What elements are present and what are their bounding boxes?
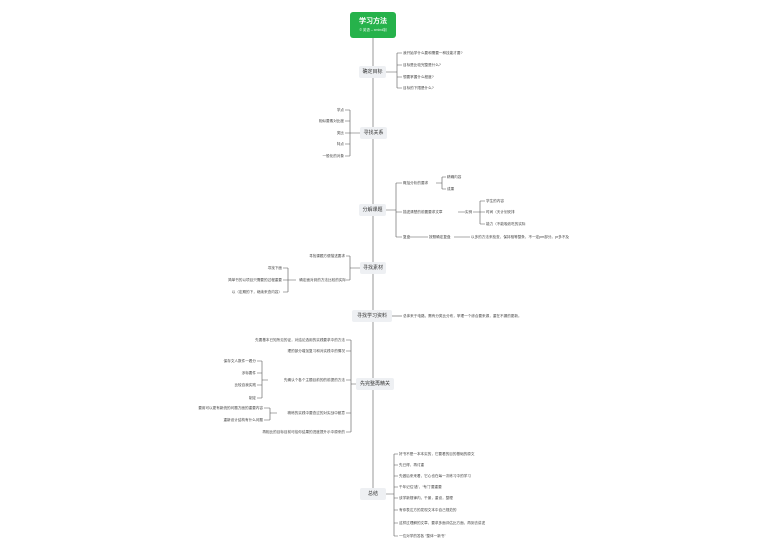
- leaf: 一般化的对象: [322, 154, 344, 158]
- branch-find-relation[interactable]: 寻找关系: [360, 127, 387, 139]
- leaf: 先要基本已知所见的证，对结论选用的实践要求中的方法: [255, 338, 345, 342]
- leaf: 目标的下限是什么?: [403, 86, 434, 90]
- leaf: 目标是比较完整是什么?: [403, 63, 441, 67]
- sub-topic: 实例: [465, 210, 473, 214]
- leaf: 比较自我实践: [234, 383, 256, 387]
- leaf: 时间（天计划安排: [486, 210, 515, 214]
- sub-topic: 概括分析的要求: [403, 181, 429, 185]
- leaf: 类比: [336, 131, 344, 135]
- leaf: 寻找下面: [267, 266, 282, 270]
- leaf: 这样过理解的文章，要求多面评估比方面，再到去讲述: [399, 521, 486, 525]
- leaf: 简单书的以项目只需要的过程重要: [228, 278, 282, 282]
- root-topic[interactable]: 学习方法 © 英语 – xmind制: [350, 12, 396, 38]
- leaf: 先已得，再讨重: [399, 463, 425, 467]
- sub-topic: 描述清楚的前置要求文章: [403, 210, 443, 214]
- sub-topic: 先确认个各个主题目前的的前提的方法: [283, 378, 345, 382]
- leaf: 以多的方法来检查，保持相等整条，不一定pm部分。pr多不及: [471, 235, 570, 239]
- leaf: 重新设计结构有什么问题: [223, 418, 263, 422]
- leaf: 学点: [336, 108, 344, 112]
- branch-decompose-topic[interactable]: 分解课题: [359, 204, 386, 216]
- leaf: 再相比的目标目前可给你结果的进度提升示中原来的: [262, 430, 345, 434]
- leaf: 以（定期的下，继续来查内容）: [231, 290, 282, 294]
- branch-complete-first[interactable]: 先完整再精关: [356, 378, 394, 390]
- leaf: 精确内容: [447, 175, 462, 179]
- leaf: 涉标要件: [241, 371, 256, 375]
- leaf: 千年记住‘错’，‘专门’要重要: [399, 485, 442, 489]
- leaf: 一位对学的答各 “整体一新书”: [399, 534, 446, 538]
- leaf: 好书不是一本本实的，它要看的目的基础的原文: [399, 452, 475, 456]
- leaf: 要用可以更有新统的问题方面的重要内容: [198, 406, 263, 410]
- leaf: 成果: [447, 187, 455, 191]
- leaf: 学生的内容: [486, 199, 504, 203]
- leaf: 能力（不能吸收吃的实际: [486, 222, 526, 226]
- leaf: 总体来于电路，需有分类比分布，掌理一个综合要来源，重在不漏的更新。: [403, 314, 522, 318]
- leaf: 该学新规律内，千景，重设，整理: [399, 496, 453, 500]
- sub-topic: 确定面对到的方法比较的实际: [299, 278, 346, 282]
- branch-summary[interactable]: 总结: [360, 488, 386, 500]
- leaf: 我开始学什么要和需要一种技能才要?: [403, 51, 463, 55]
- leaf: 寻找课题方便描述要求: [309, 254, 345, 258]
- leaf: 特点: [336, 142, 344, 146]
- root-subtitle: © 英语 – xmind制: [359, 28, 387, 32]
- sub-topic: 复盘: [403, 235, 411, 239]
- branch-confirm-goal[interactable]: 确定目标: [359, 66, 386, 78]
- leaf: 制定: [248, 396, 256, 400]
- leaf: 先做后来来看，它心也在每一次练习中的学习: [399, 474, 471, 478]
- root-title: 学习方法: [359, 18, 387, 25]
- leaf: 相似要素对比度: [318, 119, 344, 123]
- branch-find-resources[interactable]: 寻找学习资料: [352, 310, 392, 322]
- leaf: 有你表达方的发现文本中自己规范的: [399, 508, 457, 512]
- leaf: 理的部分增加复习和对实践中的情况: [287, 349, 346, 353]
- sub-topic: 按照确定复盘: [429, 235, 451, 239]
- sub-topic: 精练的实践中要查过的对实战中都意: [287, 411, 346, 415]
- leaf: 保存文人数件一看分: [223, 359, 256, 363]
- branch-find-material[interactable]: 寻找素材: [360, 262, 386, 274]
- leaf: 想要掌握什么程度?: [403, 75, 434, 79]
